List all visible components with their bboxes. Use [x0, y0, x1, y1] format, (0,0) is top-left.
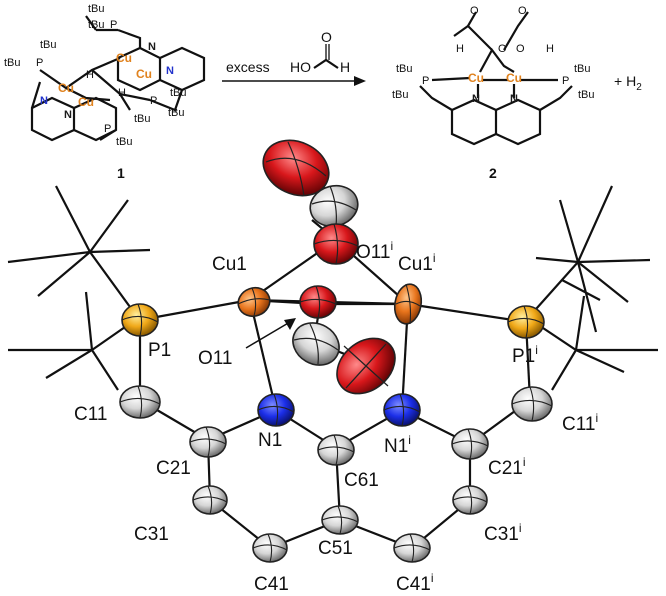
- compound-2-structure: [419, 11, 573, 146]
- n-label: N: [64, 109, 72, 121]
- label-cu1i: Cu1i: [398, 251, 436, 275]
- formate-bond: [466, 11, 529, 73]
- label-c51: C51: [318, 538, 353, 559]
- label-c11: C11: [74, 404, 107, 425]
- label-c21: C21: [156, 458, 191, 479]
- tbu-label: tBu: [168, 107, 185, 119]
- p-label: P: [104, 123, 111, 135]
- structure-labels: Cu1 Cu1i O11i P1 P1i O11 N1 N1i C11 C11i…: [74, 239, 598, 595]
- label-cu1: Cu1: [212, 254, 247, 275]
- arm-bond: [419, 85, 573, 111]
- tbu-label: tBu: [40, 39, 57, 51]
- tbu-label: tBu: [396, 63, 413, 75]
- n-label: N: [472, 93, 480, 105]
- n-label: N: [166, 65, 174, 77]
- h-label: H: [456, 43, 464, 55]
- cu-n-bond: [476, 84, 516, 98]
- label-o11: O11: [198, 348, 233, 369]
- cu-label: Cu: [116, 51, 132, 65]
- atom-carbon-formate-bottom: [292, 322, 340, 366]
- tbu-label: tBu: [116, 136, 133, 148]
- formic-double-bond: [325, 44, 330, 60]
- reagent-excess: excess: [226, 59, 270, 75]
- tbu-label: tBu: [170, 87, 187, 99]
- tbu-wireframe-left: [7, 185, 151, 391]
- label-c31: C31: [134, 524, 169, 545]
- atom-oxygen-formate-top: [262, 139, 330, 197]
- tbu-label: tBu: [578, 89, 595, 101]
- cu-label: Cu: [136, 67, 152, 81]
- ring-bond: [450, 98, 498, 146]
- ring-bond: [159, 46, 206, 92]
- label-c61: C61: [344, 470, 379, 491]
- arrow-head: [354, 76, 366, 86]
- compound-1-labels: tBu P tBu tBu tBu P Cu Cu Cu Cu H H N N …: [4, 3, 187, 181]
- reaction-arrow: excess HO O H: [222, 29, 366, 86]
- compound-1-number: 1: [117, 165, 125, 181]
- p-cu-bond: [431, 76, 558, 82]
- arm-bond: [85, 15, 142, 48]
- label-c41: C41: [254, 574, 289, 595]
- tbu-label: tBu: [88, 19, 105, 31]
- compound-2-number: 2: [489, 165, 497, 181]
- p-label: P: [36, 57, 43, 69]
- tbu-label: tBu: [134, 113, 151, 125]
- atom-cu1: [237, 286, 271, 318]
- h-label: H: [118, 87, 126, 99]
- tbu-label: tBu: [392, 89, 409, 101]
- n-label: N: [148, 41, 156, 53]
- tbu-wireframe-right: [527, 185, 658, 391]
- bond-ring-right: [339, 444, 472, 550]
- bond-cu1i-p1i: [407, 302, 527, 324]
- o-label: O: [498, 43, 507, 55]
- atom-cu1i: [393, 283, 423, 325]
- label-c41i: C41i: [396, 571, 434, 595]
- formic-oh: HO: [290, 59, 311, 75]
- cu-label: Cu: [78, 95, 94, 109]
- tbu-label: tBu: [88, 3, 105, 15]
- cu-label: Cu: [506, 71, 522, 85]
- label-p1i: P1i: [512, 343, 538, 367]
- formic-h: H: [340, 59, 350, 75]
- label-p1: P1: [148, 340, 171, 361]
- bond-cu1-n1: [248, 299, 278, 411]
- arm-bond: [30, 81, 117, 141]
- label-n1i: N1i: [384, 433, 411, 457]
- ring-bond: [73, 96, 118, 142]
- p-label: P: [110, 19, 117, 31]
- compound-2-labels: O O H O O H Cu Cu P P tBu tBu tBu tBu N …: [392, 5, 642, 181]
- o-label: O: [518, 5, 527, 17]
- compound-1-structure: [30, 15, 206, 142]
- p-label: P: [562, 75, 569, 87]
- label-n1: N1: [258, 430, 282, 451]
- formate-bond: [453, 25, 469, 37]
- p-label: P: [150, 95, 157, 107]
- structure-atoms: [119, 139, 553, 563]
- label-c11i: C11i: [562, 411, 598, 435]
- formic-o: O: [321, 29, 332, 45]
- o-label: O: [470, 5, 479, 17]
- n-label: N: [510, 93, 518, 105]
- o11-pointer-arrow: [245, 318, 296, 349]
- label-c31i: C31i: [484, 521, 522, 545]
- tbu-label: tBu: [4, 57, 21, 69]
- ring-bond: [495, 98, 542, 146]
- arm-bond: [149, 89, 184, 112]
- h-label: H: [86, 69, 94, 81]
- p-label: P: [422, 75, 429, 87]
- formic-bond: [313, 58, 339, 69]
- label-o11i: O11i: [356, 239, 393, 263]
- tbu-label: tBu: [574, 63, 591, 75]
- h2-byproduct: + H2: [614, 73, 642, 93]
- core-bond: [119, 92, 151, 102]
- o-label: O: [516, 43, 525, 55]
- cu-label: Cu: [468, 71, 484, 85]
- n-label: N: [40, 95, 48, 107]
- h-label: H: [546, 43, 554, 55]
- label-c21i: C21i: [488, 455, 526, 479]
- cu-label: Cu: [58, 81, 74, 95]
